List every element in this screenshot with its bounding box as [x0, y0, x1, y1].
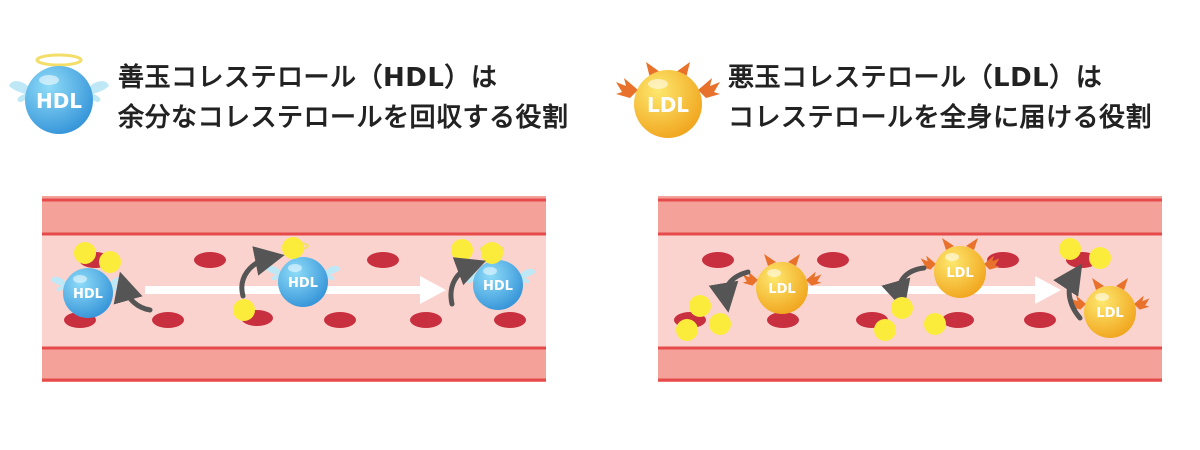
cholesterol-particle: [689, 295, 711, 317]
hdl-title-line1: 善玉コレステロール（HDL）は: [118, 63, 498, 93]
ldl-headline: 悪玉コレステロール（LDL）は コレステロールを全身に届ける役割: [728, 58, 1152, 138]
ldl-particle: LDL: [1070, 278, 1150, 338]
release-arrow: [708, 269, 751, 313]
hdl-headline: 善玉コレステロール（HDL）は 余分なコレステロールを回収する役割: [118, 58, 569, 138]
ldl-title-line1: 悪玉コレステロール（LDL）は: [728, 63, 1103, 93]
ldl-particle: LDL: [920, 238, 1000, 298]
ldl-particle-label: LDL: [768, 282, 795, 297]
cholesterol-particle: [676, 319, 698, 341]
ldl-badge-label: LDL: [647, 93, 689, 117]
hdl-badge: HDL: [9, 53, 109, 134]
hdl-blood-vessel: HDL HDL HDL: [42, 196, 546, 382]
hdl-badge-label: HDL: [36, 89, 82, 113]
hdl-title-line2: 余分なコレステロールを回収する役割: [118, 103, 569, 133]
cholesterol-particle: [481, 242, 503, 264]
hdl-particle: HDL: [50, 268, 126, 318]
cholesterol-particle: [891, 297, 913, 319]
hdl-particle-label: HDL: [73, 287, 103, 302]
cholesterol-particle: [874, 319, 896, 341]
cholesterol-particle: [924, 313, 946, 335]
release-arrow: [881, 265, 927, 311]
cholesterol-particle: [1089, 247, 1111, 269]
cholesterol-particle: [709, 313, 731, 335]
collect-arrow: [448, 257, 487, 307]
release-arrow: [1053, 263, 1083, 321]
hdl-particle-label: HDL: [483, 279, 513, 294]
cholesterol-particle: [99, 251, 121, 273]
cholesterol-particle: [282, 237, 304, 259]
ldl-title-line2: コレステロールを全身に届ける役割: [728, 103, 1153, 133]
ldl-particle-label: LDL: [1096, 306, 1123, 321]
cholesterol-particle: [451, 239, 473, 261]
cholesterol-particle: [233, 299, 255, 321]
cholesterol-particle: [74, 242, 96, 264]
vessel-wall-bottom: [658, 348, 1162, 382]
vessel-wall-bottom: [42, 348, 546, 382]
vessel-wall-top: [658, 196, 1162, 234]
cholesterol-particle: [1059, 238, 1081, 260]
ldl-particle: LDL: [742, 254, 822, 314]
ldl-badge: LDL: [616, 62, 720, 138]
ldl-particle-label: LDL: [946, 266, 973, 281]
vessel-wall-top: [42, 196, 546, 234]
halo-icon: [35, 53, 83, 67]
collect-arrow: [113, 271, 153, 313]
collect-arrow: [239, 246, 285, 299]
hdl-particle-label: HDL: [288, 276, 318, 291]
ldl-blood-vessel: LDL LDL LDL: [658, 196, 1162, 382]
